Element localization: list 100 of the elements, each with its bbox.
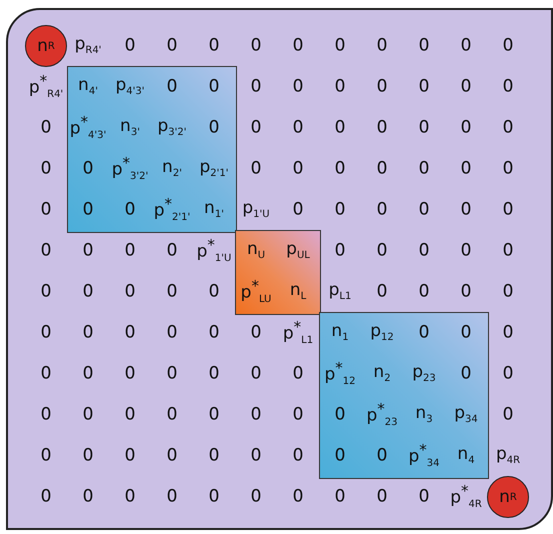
matrix-block [235, 230, 321, 315]
matrix-entry: 0 [82, 406, 94, 424]
matrix-entry: 0 [124, 38, 136, 54]
matrix-entry: 0 [418, 202, 430, 218]
matrix-entry: 0 [292, 366, 304, 382]
matrix-entry: 0 [376, 488, 388, 506]
matrix-entry: 0 [334, 202, 346, 218]
matrix-entry: p$_{L1}$ [328, 282, 352, 302]
matrix-block [67, 66, 237, 233]
matrix-entry: 0 [124, 366, 136, 382]
matrix-entry: p$_{4'3'}$ [115, 76, 145, 98]
matrix-entry: p$_{23}$ [412, 364, 436, 384]
matrix-entry: 0 [292, 38, 304, 54]
matrix-entry: 0 [502, 366, 514, 382]
matrix-entry: 0 [460, 324, 472, 342]
matrix-entry: 0 [82, 324, 94, 342]
matrix-entry: 0 [250, 488, 262, 506]
matrix-entry: 0 [208, 78, 220, 96]
matrix-entry: 0 [124, 406, 136, 424]
matrix-entry: 0 [334, 160, 346, 178]
matrix-entry: 0 [208, 448, 220, 464]
matrix-entry: 0 [418, 324, 430, 342]
matrix-entry: 0 [334, 448, 346, 464]
matrix-entry: 0 [40, 120, 52, 136]
matrix-entry: 0 [460, 160, 472, 178]
matrix-entry: 0 [250, 38, 262, 54]
matrix-entry: 0 [376, 202, 388, 218]
matrix-entry: 0 [376, 78, 388, 96]
matrix-entry: 0 [334, 242, 346, 260]
matrix-entry: 0 [292, 488, 304, 506]
matrix-block [319, 312, 489, 479]
matrix-entry: n$_{2'}$ [162, 158, 182, 180]
matrix-entry: 0 [460, 366, 472, 382]
matrix-entry: 0 [166, 38, 178, 54]
matrix-entry: 0 [82, 284, 94, 300]
matrix-entry: 0 [208, 284, 220, 300]
matrix-entry: 0 [208, 488, 220, 506]
matrix-entry: 0 [250, 366, 262, 382]
matrix-entry: n$_{1}$ [331, 322, 349, 344]
matrix-entry: 0 [502, 160, 514, 178]
matrix-entry: 0 [166, 242, 178, 260]
matrix-entry: p$_{12}$ [370, 322, 394, 344]
matrix-entry: 0 [250, 448, 262, 464]
matrix-entry: 0 [208, 324, 220, 342]
matrix-entry: 0 [40, 366, 52, 382]
matrix-entry: 0 [418, 78, 430, 96]
matrix-entry: 0 [82, 202, 94, 218]
matrix-entry: p$_{UL}$ [286, 240, 310, 262]
matrix-entry: 0 [334, 78, 346, 96]
matrix-entry: p$_{3'2'}$ [157, 118, 187, 138]
matrix-entry: 0 [166, 366, 178, 382]
matrix-entry: p$_{4R}$ [496, 446, 520, 466]
matrix-entry: 0 [40, 160, 52, 178]
matrix-entry: 0 [166, 284, 178, 300]
matrix-entry: 0 [502, 38, 514, 54]
matrix-entry: 0 [40, 324, 52, 342]
matrix-entry: 0 [208, 120, 220, 136]
matrix-entry: p$_{34}$ [454, 404, 478, 426]
matrix-entry: 0 [250, 324, 262, 342]
matrix-entry: 0 [166, 406, 178, 424]
matrix-entry: 0 [418, 120, 430, 136]
matrix-entry: n$_{4'}$ [78, 76, 98, 98]
matrix-entry: 0 [292, 406, 304, 424]
matrix-entry: 0 [124, 202, 136, 218]
matrix-entry: 0 [124, 242, 136, 260]
matrix-entry: 0 [502, 284, 514, 300]
matrix-entry: 0 [376, 284, 388, 300]
matrix-entry: 0 [502, 406, 514, 424]
matrix-entry: 0 [40, 202, 52, 218]
matrix-entry: 0 [82, 448, 94, 464]
matrix-entry: n$_{3}$ [415, 404, 433, 426]
matrix-entry: 0 [376, 120, 388, 136]
matrix-entry: n$_{3'}$ [120, 118, 140, 138]
matrix-entry: 0 [250, 406, 262, 424]
matrix-entry: n$_{1'}$ [204, 200, 224, 220]
matrix-entry: 0 [418, 284, 430, 300]
matrix-entry: n$_{U}$ [246, 240, 266, 262]
matrix-entry: 0 [334, 38, 346, 54]
matrix-entry: 0 [418, 488, 430, 506]
matrix-entry: 0 [502, 120, 514, 136]
matrix-entry: 0 [82, 242, 94, 260]
matrix-entry: 0 [208, 366, 220, 382]
matrix-entry: 0 [502, 324, 514, 342]
matrix-entry: 0 [82, 488, 94, 506]
matrix-entry: 0 [82, 160, 94, 178]
matrix-entry: 0 [40, 448, 52, 464]
matrix-entry: 0 [124, 488, 136, 506]
matrix-entry: 0 [460, 38, 472, 54]
matrix-entry: 0 [166, 488, 178, 506]
matrix-entry: 0 [40, 242, 52, 260]
matrix-entry: 0 [460, 202, 472, 218]
matrix-entry: 0 [418, 160, 430, 178]
matrix-entry: p$_{2'1'}$ [199, 158, 229, 180]
matrix-entry: 0 [208, 406, 220, 424]
matrix-entry: 0 [376, 160, 388, 178]
matrix-entry: 0 [502, 78, 514, 96]
matrix-entry: 0 [460, 242, 472, 260]
matrix-entry: 0 [82, 366, 94, 382]
matrix-entry: 0 [124, 324, 136, 342]
matrix-entry: 0 [334, 120, 346, 136]
